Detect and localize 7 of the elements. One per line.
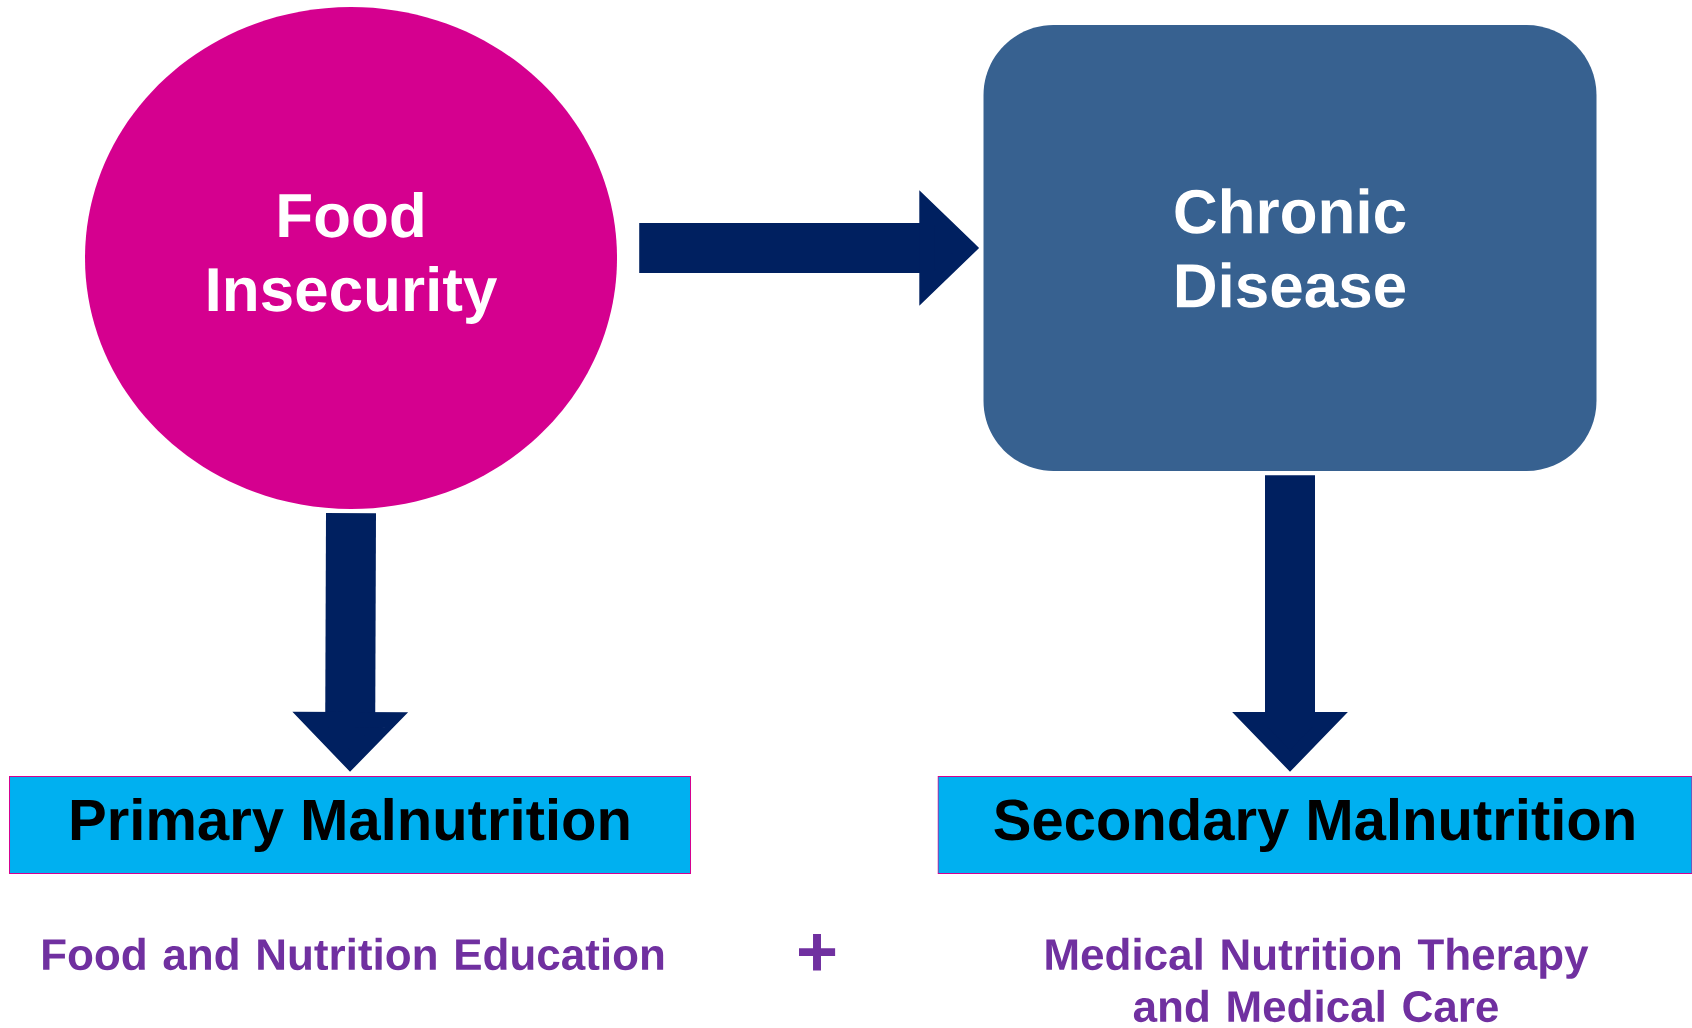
rounded-box: Chronic Disease bbox=[983, 25, 1597, 471]
caption-text: Food and Nutrition Education bbox=[43, 937, 664, 971]
label-box: Primary Malnutrition bbox=[9, 776, 691, 874]
caption-text: Medical Nutrition Therapy and Medical Care bbox=[1046, 937, 1589, 1023]
plus-sign: + bbox=[799, 933, 836, 971]
ellipse-node: Food Insecurity bbox=[85, 7, 617, 509]
label-box: Secondary Malnutrition bbox=[937, 776, 1692, 874]
